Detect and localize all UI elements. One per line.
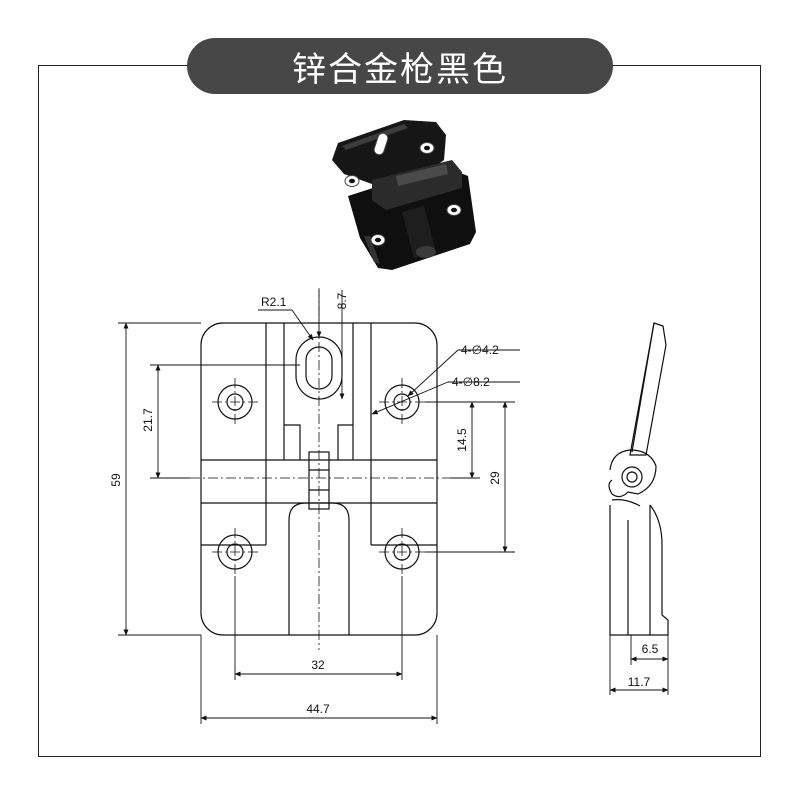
dim-radius-label: R2.1 [261,295,287,309]
centre-lines [190,288,450,650]
title-banner: 锌合金枪黑色 [187,38,613,94]
dim-side-width-label: 11.7 [628,675,651,689]
side-view [608,322,669,636]
dim-hole-to-axis-label: 14.5 [455,428,469,452]
dim-width-total-label: 44.7 [306,702,330,716]
product-photo [332,120,476,270]
dim-hole-large-label: 4-∅8.2 [452,375,490,389]
dim-hole-small-label: 4-∅4.2 [461,343,499,357]
side-dimension-lines [609,635,669,695]
dim-upper-offset-label: 21.7 [141,408,155,432]
dimension-lines [118,290,520,724]
dim-side-thickness-label: 6.5 [642,642,659,656]
dim-slot-length-label: 8.7 [335,292,349,309]
title-text: 锌合金枪黑色 [292,49,508,90]
dim-hole-spacing-h-label: 32 [311,658,325,672]
dim-hole-spacing-v-label: 29 [488,471,502,485]
dim-height-total-label: 59 [109,473,123,487]
